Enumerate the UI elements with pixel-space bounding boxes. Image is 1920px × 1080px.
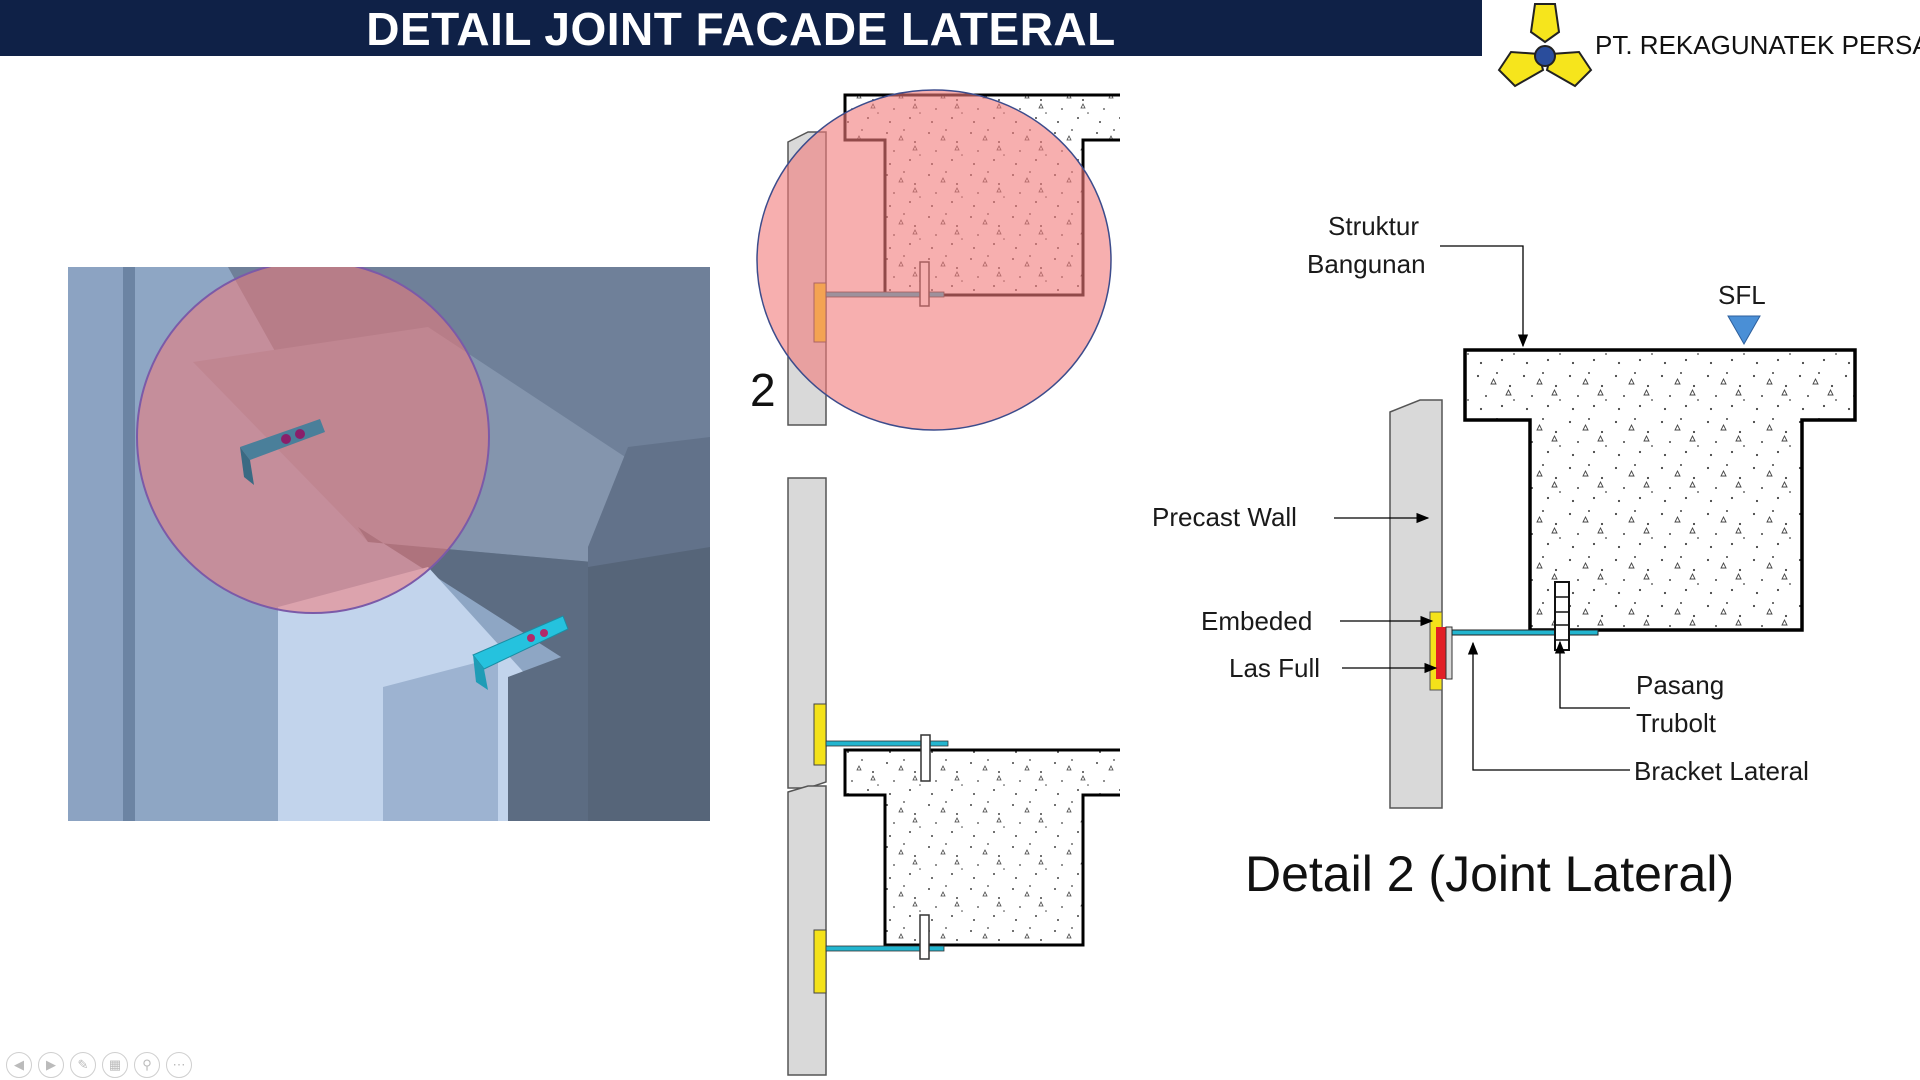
bracket-lateral-label: Bracket Lateral [1634, 756, 1809, 786]
embeded-label: Embeded [1201, 606, 1313, 636]
zoom-icon[interactable]: ⚲ [134, 1052, 160, 1078]
section-elevation [756, 89, 1120, 1076]
joint-detail-drawing [1334, 245, 1857, 809]
pasang-label-2: Trubolt [1636, 708, 1716, 738]
pasang-label-1: Pasang [1636, 670, 1725, 700]
slides-icon[interactable]: ▦ [102, 1052, 128, 1078]
prev-icon[interactable]: ◀ [6, 1052, 32, 1078]
struktur-label-2: Bangunan [1307, 249, 1426, 279]
next-icon[interactable]: ▶ [38, 1052, 64, 1078]
detail-number: 2 [750, 364, 776, 416]
company-name: PT. REKAGUNATEK PERSADA [1595, 30, 1920, 60]
tri-arm-logo-icon [1497, 3, 1593, 88]
more-icon[interactable]: ⋯ [166, 1052, 192, 1078]
las-full-label: Las Full [1229, 653, 1321, 683]
slideshow-controls: ◀ ▶ ✎ ▦ ⚲ ⋯ [6, 1052, 192, 1078]
pen-icon[interactable]: ✎ [70, 1052, 96, 1078]
detail-title: Detail 2 (Joint Lateral) [1245, 846, 1735, 902]
struktur-label-1: Struktur [1328, 211, 1420, 241]
title-bar [0, 0, 1482, 56]
precast-wall-label: Precast Wall [1152, 502, 1297, 532]
bracket-3d-render [68, 267, 710, 821]
sfl-label: SFL [1718, 280, 1766, 310]
page-title: DETAIL JOINT FACADE LATERAL [366, 3, 1116, 55]
